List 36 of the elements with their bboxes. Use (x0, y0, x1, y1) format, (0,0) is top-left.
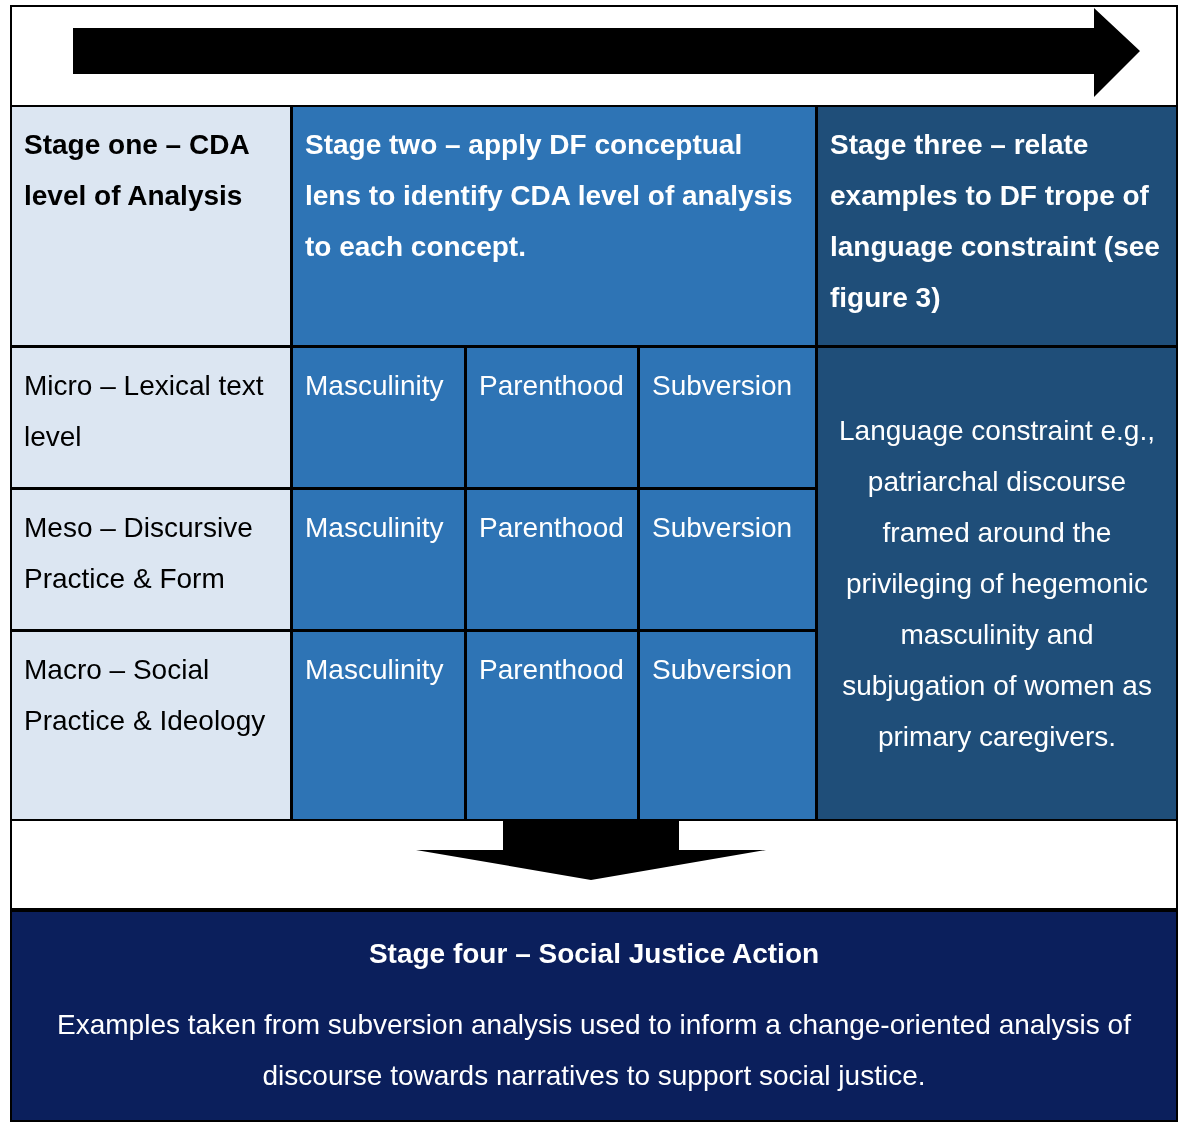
concept-text: Parenthood (479, 653, 625, 687)
stage-four-panel (10, 910, 1178, 1122)
concept-cell (638, 346, 817, 489)
concept-cell (291, 346, 466, 489)
concept-cell (291, 630, 466, 821)
concept-text: Subversion (652, 511, 794, 545)
concept-cell (465, 488, 639, 631)
concept-text: Parenthood (479, 511, 625, 545)
concept-cell (638, 488, 817, 631)
concept-cell (465, 630, 639, 821)
level-cell (10, 630, 292, 821)
concept-text: Parenthood (479, 369, 625, 403)
level-cell (10, 488, 292, 631)
header-text: Stage two – apply DF conceptual lens to identify CDA level of analysis to each concept. (305, 128, 794, 264)
concept-text: Masculinity (305, 511, 445, 545)
concept-cell (465, 346, 639, 489)
level-text: Micro – Lexical text level (24, 369, 265, 454)
concept-cell (638, 630, 817, 821)
header-text: Stage three – relate examples to DF trope of language constraint (see figure 3) (830, 128, 1161, 315)
stage-header-cell (816, 105, 1178, 347)
summary-cell (816, 346, 1178, 821)
concept-text: Subversion (652, 653, 794, 687)
header-text: Stage one – CDA level of Analysis (24, 128, 250, 213)
concept-text: Masculinity (305, 369, 445, 403)
block-arrow (416, 821, 766, 880)
level-cell (10, 346, 292, 489)
summary-text: Language constraint e.g., patriarchal discourse framed around the privileging of hegemonic masculinity and subjugation of women as primary caregivers. (838, 414, 1156, 754)
level-text: Macro – Social Practice & Ideology (24, 653, 267, 738)
stage-header-cell (291, 105, 817, 347)
heading-text: Stage four – Social Justice Action (367, 937, 821, 971)
concept-cell (291, 488, 466, 631)
concept-text: Masculinity (305, 653, 445, 687)
level-text: Meso – Discursive Practice & Form (24, 511, 254, 596)
concept-text: Subversion (652, 369, 794, 403)
body-text: Examples taken from subversion analysis used to inform a change-oriented analysis of discourse towards narratives to support social justice. (56, 1008, 1132, 1093)
stage-header-cell (10, 105, 292, 347)
